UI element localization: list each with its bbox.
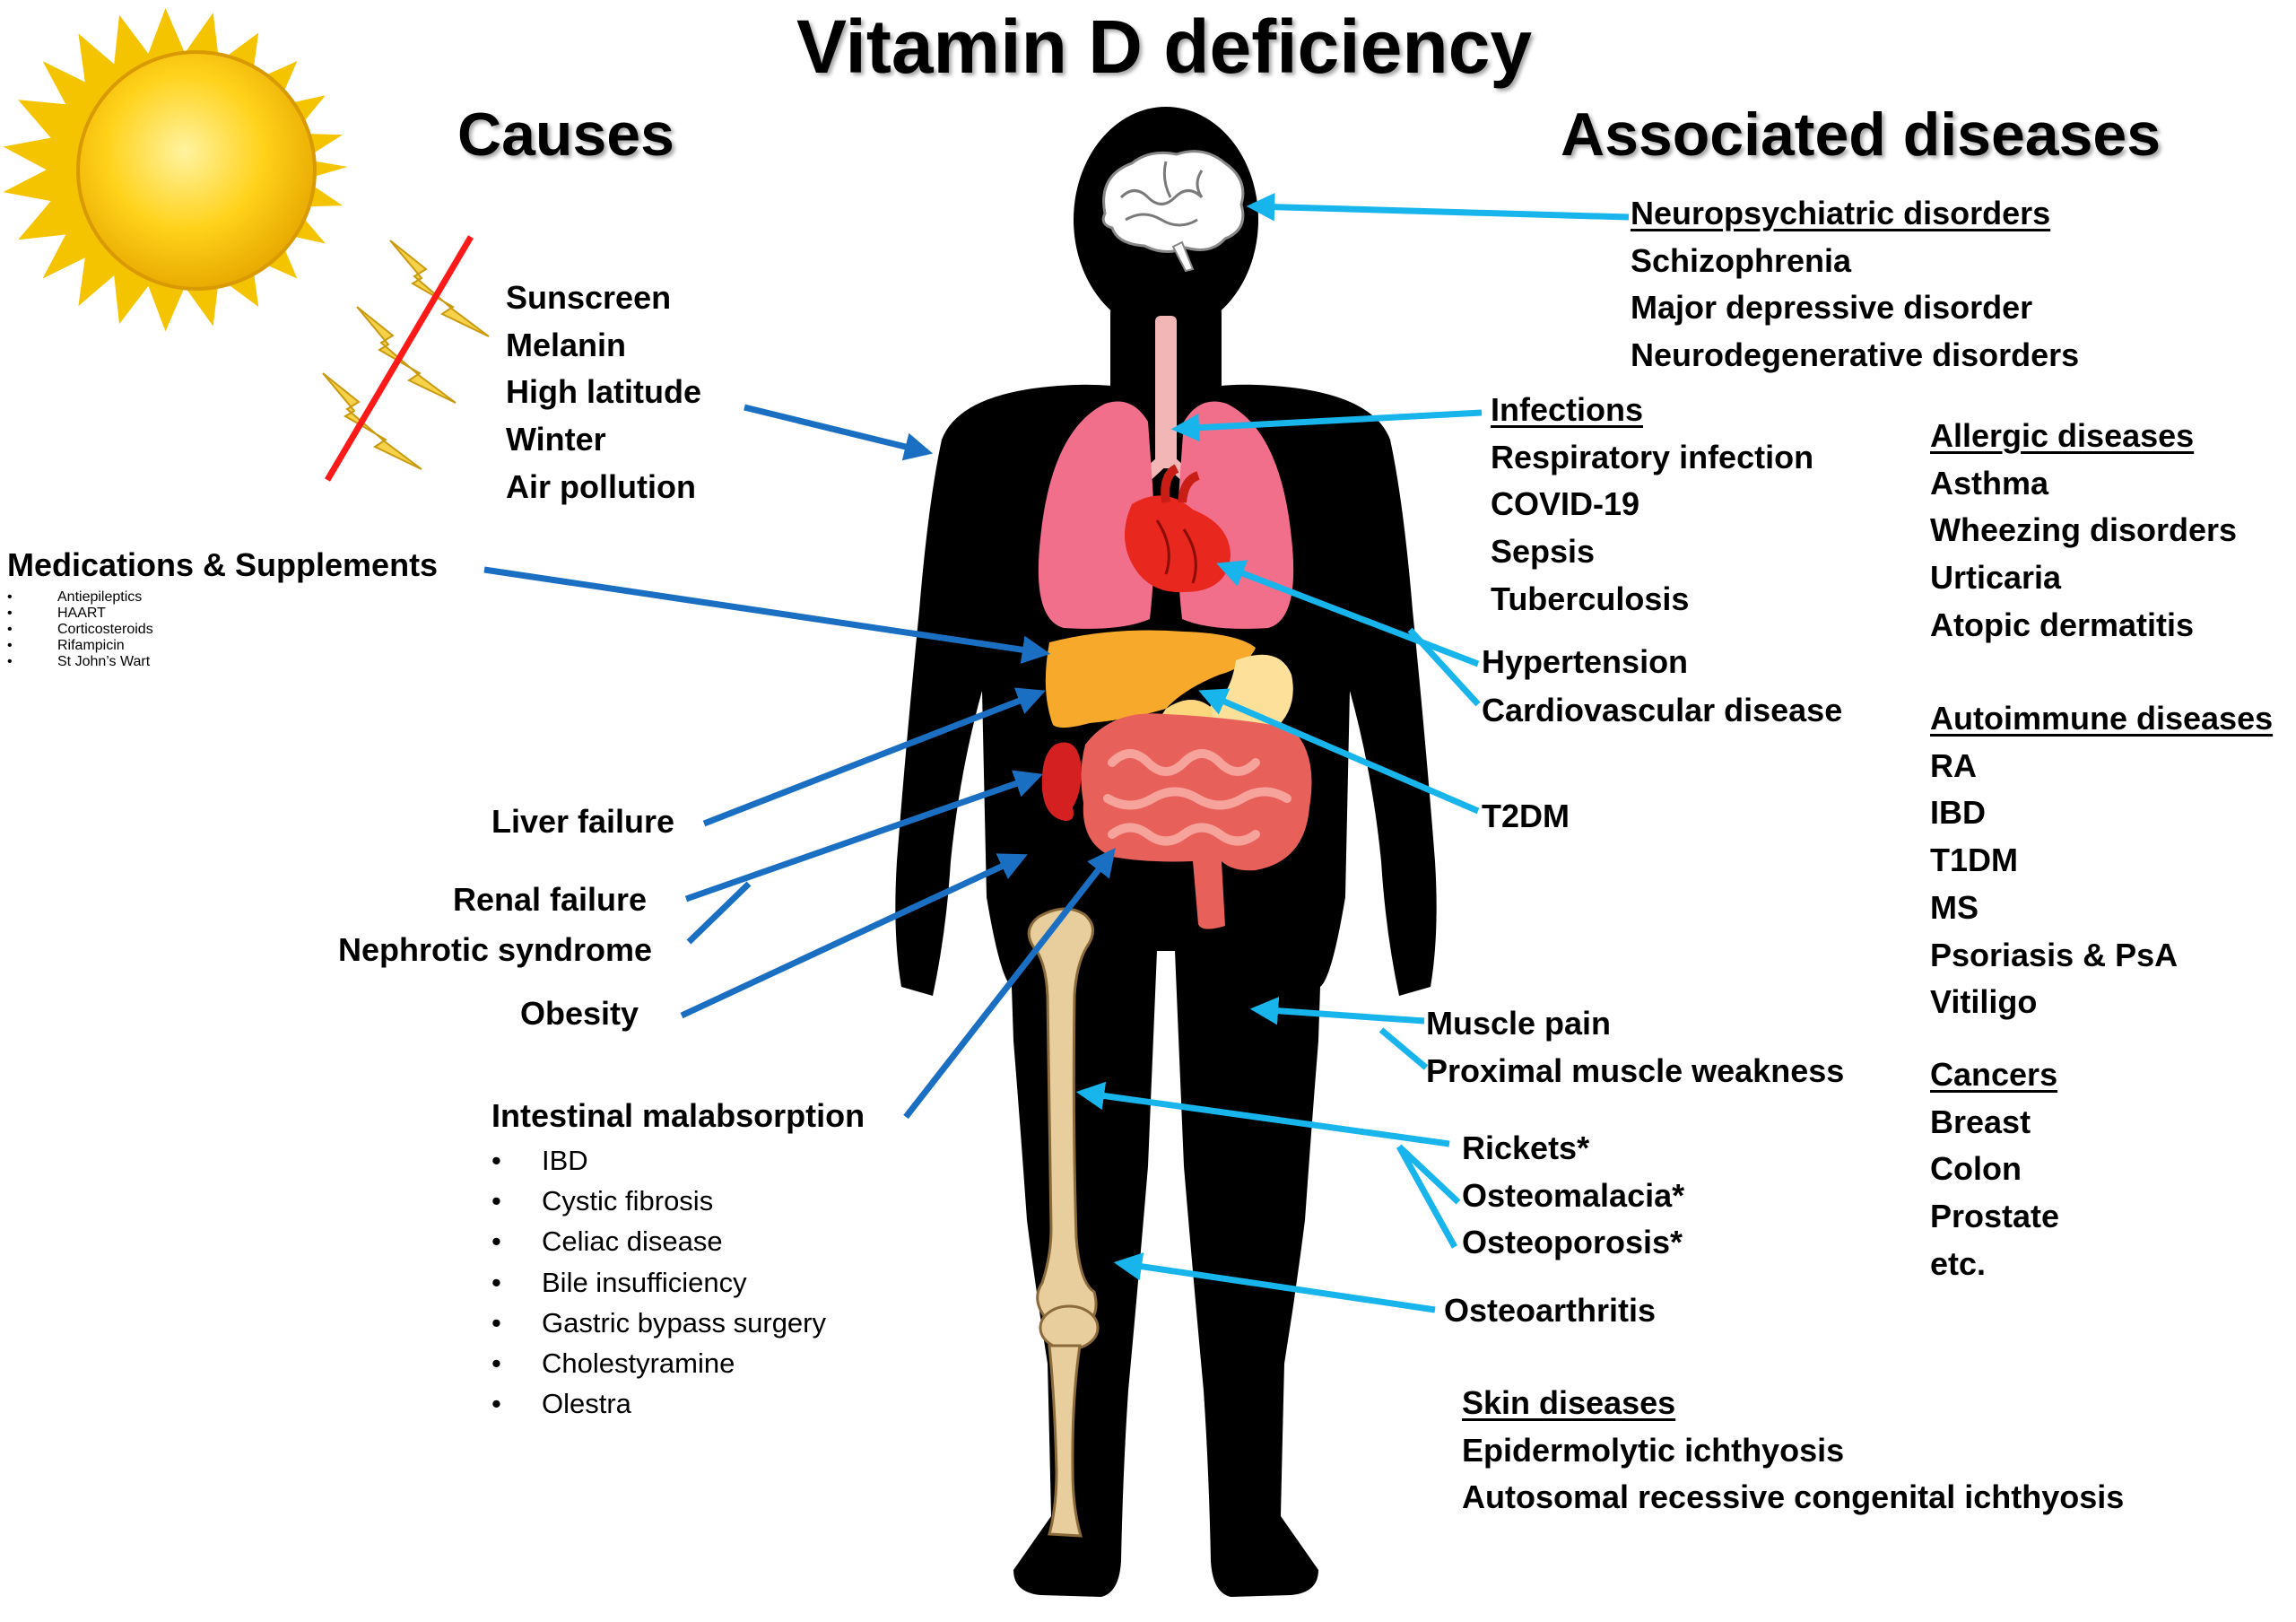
muscle-weakness-label: Proximal muscle weakness <box>1426 1052 1845 1089</box>
osteoarthritis-label: Osteoarthritis <box>1444 1292 1657 1329</box>
list-item: Winter <box>506 421 606 458</box>
list-item: Sunscreen <box>506 279 672 316</box>
list-item: Psoriasis & PsA <box>1930 936 2179 973</box>
medications-list: Antiepileptics HAART Corticosteroids Rif… <box>7 589 438 670</box>
list-item: Breast <box>1930 1103 2031 1140</box>
t2dm-label: T2DM <box>1482 798 1570 834</box>
cancers-block: Cancers Breast Colon Prostate etc. <box>1930 1051 2059 1288</box>
list-item: Urticaria <box>1930 559 2062 597</box>
cardiovascular-label: Cardiovascular disease <box>1482 692 1843 728</box>
list-item: High latitude <box>506 373 701 411</box>
list-item: Rickets* <box>1462 1129 1590 1166</box>
list-item: Sepsis <box>1491 533 1596 571</box>
list-item: MS <box>1930 888 1979 926</box>
disease-arrows <box>1075 192 1630 1313</box>
list-item: HAART <box>7 606 438 622</box>
list-item: Antiepileptics <box>7 589 438 606</box>
nephrotic-syndrome-label: Nephrotic syndrome <box>338 931 653 968</box>
allergic-block: Allergic diseases Asthma Wheezing disord… <box>1930 413 2237 650</box>
cause-arrows <box>483 404 1116 1120</box>
medications-heading: Medications & Supplements <box>7 546 439 583</box>
bone-block: Rickets* Osteomalacia* Osteoporosis* <box>1462 1125 1684 1267</box>
causes-heading: Causes <box>457 100 674 169</box>
environmental-causes-list: Sunscreen Melanin High latitude Winter A… <box>506 275 701 511</box>
liver-icon <box>1045 630 1256 728</box>
intestines-icon <box>1081 713 1312 929</box>
diseases-heading: Associated diseases <box>1561 100 2161 169</box>
list-item: Gastric bypass surgery <box>491 1303 865 1344</box>
trachea-icon <box>1155 316 1177 468</box>
lightning-bolt-icon <box>322 240 490 470</box>
list-item: etc. <box>1930 1244 1987 1282</box>
stomach-icon <box>1208 654 1293 739</box>
neuro-heading: Neuropsychiatric disorders <box>1631 195 2051 231</box>
list-item: Colon <box>1930 1150 2022 1188</box>
infections-block: Infections Respiratory infection COVID-1… <box>1491 387 1813 624</box>
list-item: COVID-19 <box>1491 485 1640 523</box>
list-item: Melanin <box>506 326 627 363</box>
allergic-heading: Allergic diseases <box>1930 417 2195 454</box>
page-title: Vitamin D deficiency <box>796 4 1533 89</box>
list-item: IBD <box>491 1140 865 1182</box>
infections-heading: Infections <box>1491 391 1644 428</box>
intestinal-list: IBD Cystic fibrosis Celiac disease Bile … <box>491 1140 865 1425</box>
list-item: Bile insufficiency <box>491 1262 865 1304</box>
list-item: Major depressive disorder <box>1631 289 2033 327</box>
skin-block: Skin diseases Epidermolytic ichthyosis A… <box>1462 1380 2124 1522</box>
list-item: Rifampicin <box>7 638 438 654</box>
list-item: Olestra <box>491 1383 865 1425</box>
list-item: Osteoporosis* <box>1462 1224 1683 1261</box>
medications-block: Medications & Supplements Antiepileptics… <box>7 542 438 670</box>
neuro-block: Neuropsychiatric disorders Schizophrenia… <box>1631 190 2079 379</box>
list-item: Neurodegenerative disorders <box>1631 336 2080 374</box>
list-item: Cystic fibrosis <box>491 1181 865 1222</box>
skin-heading: Skin diseases <box>1462 1384 1676 1421</box>
brain-icon <box>1101 150 1245 273</box>
list-item: Air pollution <box>506 467 696 505</box>
list-item: Cholestyramine <box>491 1343 865 1384</box>
renal-failure-label: Renal failure <box>453 881 648 918</box>
list-item: Asthma <box>1930 464 2049 501</box>
list-item: Prostate <box>1930 1198 2060 1235</box>
list-item: Celiac disease <box>491 1221 865 1262</box>
sun-icon <box>3 8 348 332</box>
femur-icon <box>1027 907 1100 1538</box>
heart-icon <box>1125 464 1231 593</box>
list-item: Vitiligo <box>1930 983 2038 1021</box>
list-item: Autosomal recessive congenital ichthyosi… <box>1462 1478 2125 1516</box>
list-item: RA <box>1930 746 1977 784</box>
hypertension-label: Hypertension <box>1482 643 1689 680</box>
autoimmune-block: Autoimmune diseases RA IBD T1DM MS Psori… <box>1930 695 2273 1026</box>
strike-line <box>324 235 474 482</box>
list-item: Tuberculosis <box>1491 580 1690 617</box>
intestinal-heading: Intestinal malabsorption <box>491 1097 865 1134</box>
list-item: Atopic dermatitis <box>1930 606 2195 643</box>
list-item: Osteomalacia* <box>1462 1176 1685 1214</box>
cancers-heading: Cancers <box>1930 1056 2058 1093</box>
muscle-pain-label: Muscle pain <box>1426 1005 1612 1042</box>
kidney-icon <box>1041 742 1082 821</box>
liver-failure-label: Liver failure <box>491 803 675 840</box>
list-item: Corticosteroids <box>7 622 438 638</box>
obesity-label: Obesity <box>520 995 639 1032</box>
list-item: Epidermolytic ichthyosis <box>1462 1431 1845 1469</box>
intestinal-block: Intestinal malabsorption IBD Cystic fibr… <box>491 1093 865 1425</box>
autoimmune-heading: Autoimmune diseases <box>1930 700 2274 737</box>
list-item: St John’s Wart <box>7 654 438 670</box>
list-item: T1DM <box>1930 842 2018 879</box>
list-item: Wheezing disorders <box>1930 511 2238 549</box>
list-item: Respiratory infection <box>1491 438 1814 475</box>
list-item: Schizophrenia <box>1631 241 1852 279</box>
list-item: IBD <box>1930 794 1986 832</box>
